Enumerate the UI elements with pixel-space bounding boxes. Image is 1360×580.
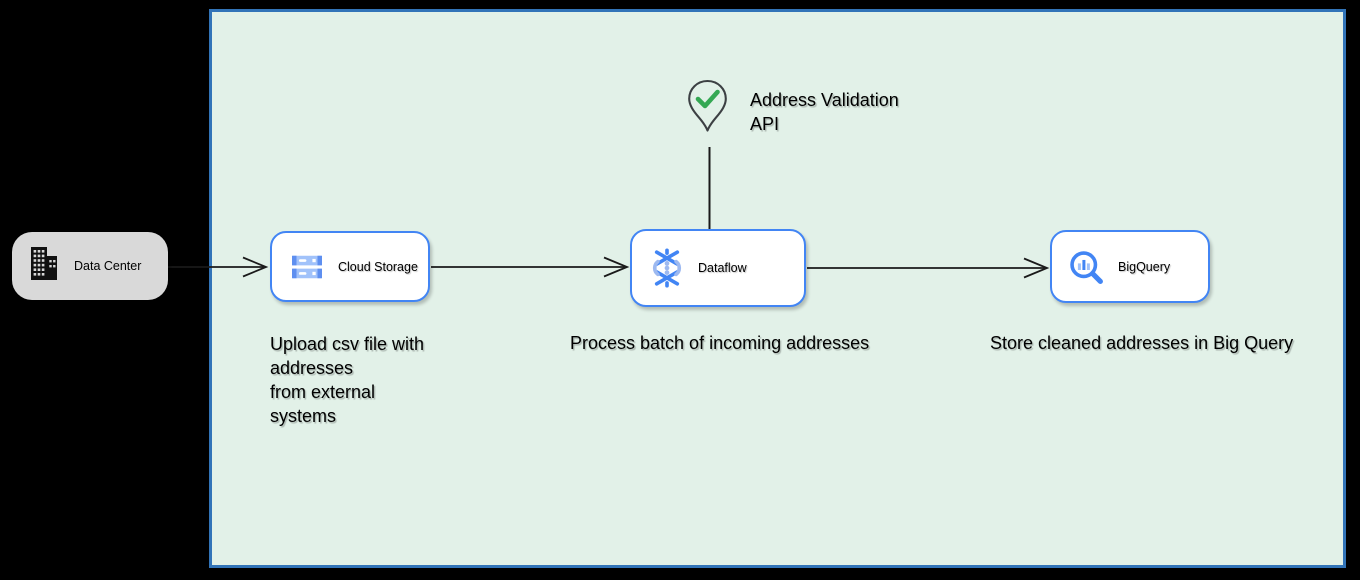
- map-pin-check-icon: [687, 79, 728, 138]
- node-dataflow[interactable]: Dataflow: [630, 229, 806, 307]
- cloud-storage-icon: [289, 249, 325, 285]
- address-validation-label: Address Validation API: [750, 89, 899, 136]
- node-data-center[interactable]: Data Center: [12, 232, 168, 300]
- annotation-line: API: [750, 113, 780, 134]
- node-label: Dataflow: [698, 261, 747, 275]
- annotation-line: Address Validation: [750, 90, 899, 110]
- node-label: Data Center: [74, 259, 142, 273]
- dataflow-icon: [648, 248, 686, 288]
- node-label: BigQuery: [1118, 259, 1171, 274]
- caption-bigquery: Store cleaned addresses in Big Query: [990, 333, 1294, 353]
- address-validation-node[interactable]: [687, 79, 728, 134]
- building-icon: [28, 246, 60, 287]
- bigquery-icon: [1068, 249, 1104, 285]
- node-cloud-storage[interactable]: Cloud Storage: [270, 231, 430, 302]
- caption-dataflow: Process batch of incoming addresses: [570, 333, 870, 353]
- node-bigquery[interactable]: BigQuery: [1050, 230, 1210, 303]
- caption-cloud-storage: Upload csv file with addresses from exte…: [270, 334, 425, 426]
- node-label: Cloud Storage: [338, 259, 418, 274]
